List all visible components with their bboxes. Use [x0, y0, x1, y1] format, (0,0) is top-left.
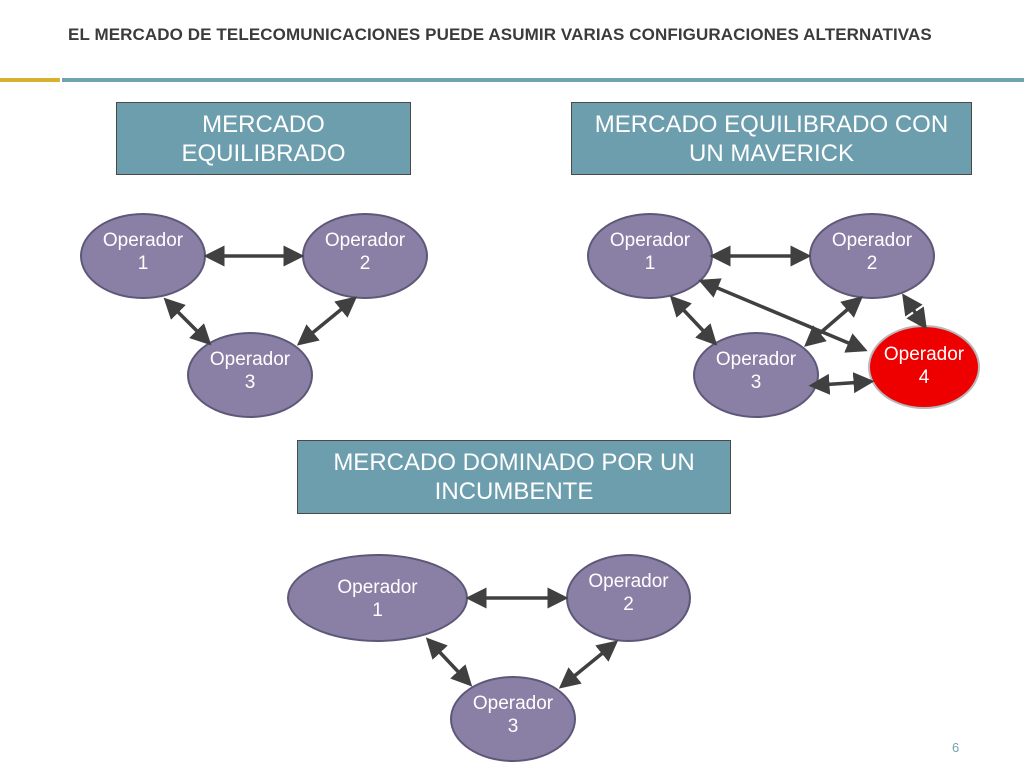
node-number: 2 — [359, 253, 371, 274]
node-name: Operador — [715, 349, 797, 370]
arrow-d2-op2-op3 — [804, 296, 863, 347]
node-name: Operador — [324, 230, 406, 251]
accent-bar-gold — [0, 78, 60, 82]
diagram2-title-box: MERCADO EQUILIBRADO CON UN MAVERICK — [571, 102, 972, 175]
node-name: Operador — [337, 577, 418, 598]
diagram3-title-box: MERCADO DOMINADO POR UN INCUMBENTE — [297, 440, 731, 514]
accent-bar-teal — [62, 78, 1024, 82]
node-name: Operador — [102, 230, 184, 251]
arrow-d2-op2-op4 — [902, 293, 927, 330]
diagram1-operador-3: Operador 3 — [187, 332, 313, 418]
node-number: 2 — [623, 594, 634, 615]
node-name: Operador — [609, 230, 691, 251]
page-number: 6 — [952, 740, 960, 755]
arrow-d3-op1-op3 — [425, 637, 473, 687]
diagram1-operador-2: Operador 2 — [302, 213, 428, 299]
node-name: Operador — [831, 230, 913, 251]
diagram1-title-box: MERCADO EQUILIBRADO — [116, 102, 411, 175]
node-number: 3 — [507, 716, 519, 737]
node-name: Operador — [883, 344, 965, 365]
node-number: 2 — [866, 253, 878, 274]
node-name: Operador — [209, 349, 291, 370]
diagram3-operador-3: Operador 3 — [450, 676, 576, 762]
diagram1-operador-1: Operador 1 — [80, 213, 206, 299]
node-number: 3 — [750, 372, 762, 393]
slide-title: EL MERCADO DE TELECOMUNICACIONES PUEDE A… — [68, 25, 932, 44]
arrow-d1-op1-op3 — [163, 297, 212, 346]
node-number: 4 — [918, 367, 930, 388]
arrow-d2-op3-op4 — [808, 372, 875, 395]
diagram2-operador-1: Operador 1 — [587, 213, 713, 299]
diagram3-title: MERCADO DOMINADO POR UN INCUMBENTE — [333, 449, 695, 505]
arrow-d2-op1-op4 — [698, 278, 868, 353]
node-number: 1 — [372, 600, 383, 621]
diagram2-title: MERCADO EQUILIBRADO CON UN MAVERICK — [594, 110, 949, 167]
node-name: Operador — [588, 571, 669, 592]
node-number: 1 — [644, 253, 656, 274]
diagram3-operador-1: Operador 1 — [287, 554, 468, 642]
node-number: 1 — [137, 253, 149, 274]
diagram3-operador-2: Operador 2 — [566, 554, 691, 642]
arrow-d3-op2-op3 — [558, 640, 619, 689]
node-number: 3 — [244, 372, 256, 393]
arrow-d2-op1-op3 — [669, 295, 718, 346]
arrow-d1-op2-op3 — [296, 296, 358, 346]
diagram1-title: MERCADO EQUILIBRADO — [181, 110, 346, 167]
node-name: Operador — [472, 693, 554, 714]
